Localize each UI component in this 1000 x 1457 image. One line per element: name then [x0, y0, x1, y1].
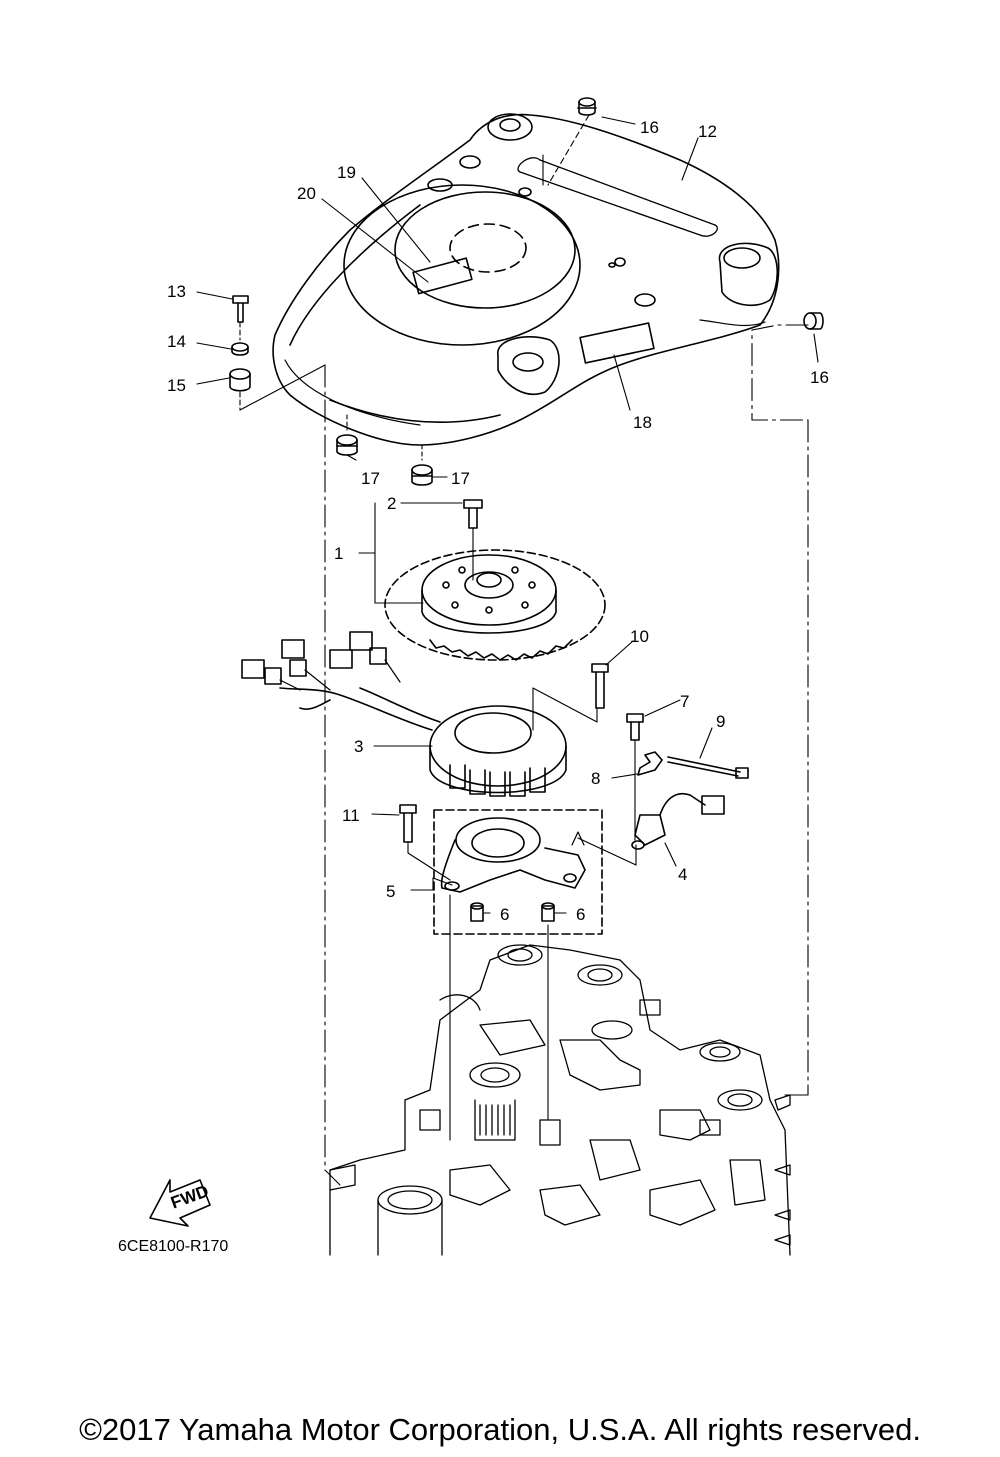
callout-12: 12: [698, 122, 717, 141]
callout-9: 9: [716, 712, 725, 731]
grommet-16-right: [803, 312, 824, 330]
bolt-13: [232, 295, 249, 323]
fwd-arrow-icon: [149, 1179, 211, 1227]
callout-16-right: 16: [810, 368, 829, 387]
callout-15: 15: [167, 376, 186, 395]
callouts: 16 12 19 20 13 14 15 16 18 17 17 2 1 10 …: [167, 118, 829, 1213]
callout-10: 10: [630, 627, 649, 646]
bolt-7: [626, 713, 644, 741]
callout-2: 2: [387, 494, 396, 513]
callout-20: 20: [297, 184, 316, 203]
bolt-11: [399, 804, 417, 843]
callout-8: 8: [591, 769, 600, 788]
callout-6-left: 6: [500, 905, 509, 924]
parts-diagram: 16 12 19 20 13 14 15 16 18 17 17 2 1 10 …: [149, 97, 829, 1256]
callout-6-right: 6: [576, 905, 585, 924]
grommet-16-top: [577, 97, 597, 116]
pulser-base: [433, 809, 603, 935]
callout-11: 11: [342, 806, 360, 825]
flywheel: [384, 549, 606, 661]
callout-14: 14: [167, 332, 186, 351]
callout-16-top: 16: [640, 118, 659, 137]
copyright-notice: ©2017 Yamaha Motor Corporation, U.S.A. A…: [79, 1412, 921, 1447]
engine-block: [329, 944, 791, 1256]
stator-assembly: [241, 631, 567, 797]
callout-19: 19: [337, 163, 356, 182]
bolt-2: [463, 499, 483, 529]
sensor-4: [631, 793, 725, 850]
callout-4: 4: [678, 865, 687, 884]
callout-7: 7: [680, 692, 689, 711]
leader-lines: [196, 114, 819, 1186]
callout-3: 3: [354, 737, 363, 756]
clamp-8: [637, 751, 663, 776]
callout-17-right: 17: [451, 469, 470, 488]
flywheel-cover: [272, 113, 780, 446]
callout-1: 1: [334, 544, 343, 563]
callout-5: 5: [386, 882, 395, 901]
damper-17-left: [336, 434, 358, 456]
band-9: [667, 756, 749, 779]
callout-13: 13: [167, 282, 186, 301]
damper-17-right: [411, 464, 433, 486]
drawing-code: 6CE8100-R170: [118, 1238, 229, 1255]
grommet-15: [229, 368, 251, 392]
bolt-10: [591, 663, 609, 709]
callout-18: 18: [633, 413, 652, 432]
callout-17-left: 17: [361, 469, 380, 488]
washer-14: [231, 342, 249, 356]
